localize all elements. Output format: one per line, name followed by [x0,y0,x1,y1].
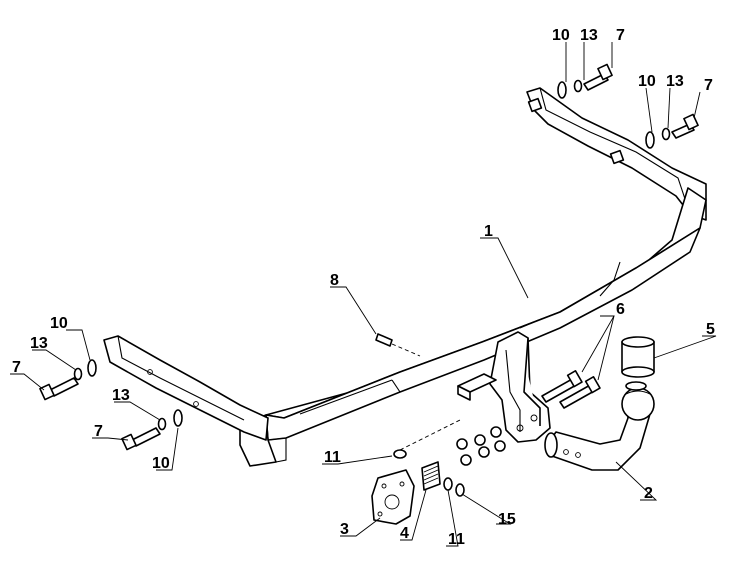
ball-mount-bracket [456,331,551,466]
socket-plate-parts [371,419,465,525]
callout-7-top: 7 [616,27,625,44]
ball-cover [621,336,655,378]
tow-ball-neck [544,381,655,471]
leader-lines [10,42,717,547]
callout-4: 4 [400,525,409,542]
callout-7-left-upper: 7 [12,359,21,376]
callout-6: 6 [616,301,625,318]
callout-13-left-upper: 13 [30,335,48,352]
callout-10-right: 10 [638,73,656,90]
callout-10-top: 10 [552,27,570,44]
callout-8: 8 [330,272,339,289]
callout-13-left-lower: 13 [112,387,130,404]
callout-2: 2 [644,485,653,502]
callout-10-left-lower: 10 [152,455,170,472]
callout-labels: 1 2 3 4 5 6 7 7 7 7 8 10 10 10 10 11 11 … [12,27,715,548]
callout-11-upper: 11 [324,449,341,466]
right-top-fasteners [557,63,699,149]
callout-10-left-upper: 10 [50,315,68,332]
bolts-6 [541,370,601,409]
callout-7-right: 7 [704,77,713,94]
callout-13-top: 13 [580,27,598,44]
bolt-8 [375,333,421,357]
callout-11-lower: 11 [448,531,465,548]
callout-3: 3 [340,521,349,538]
callout-7-left-lower: 7 [94,423,103,440]
left-fasteners [39,359,183,451]
callout-15: 15 [498,511,516,528]
callout-5: 5 [706,321,715,338]
callout-13-right: 13 [666,73,684,90]
crossbar-beam [103,87,707,467]
callout-1: 1 [484,223,493,240]
